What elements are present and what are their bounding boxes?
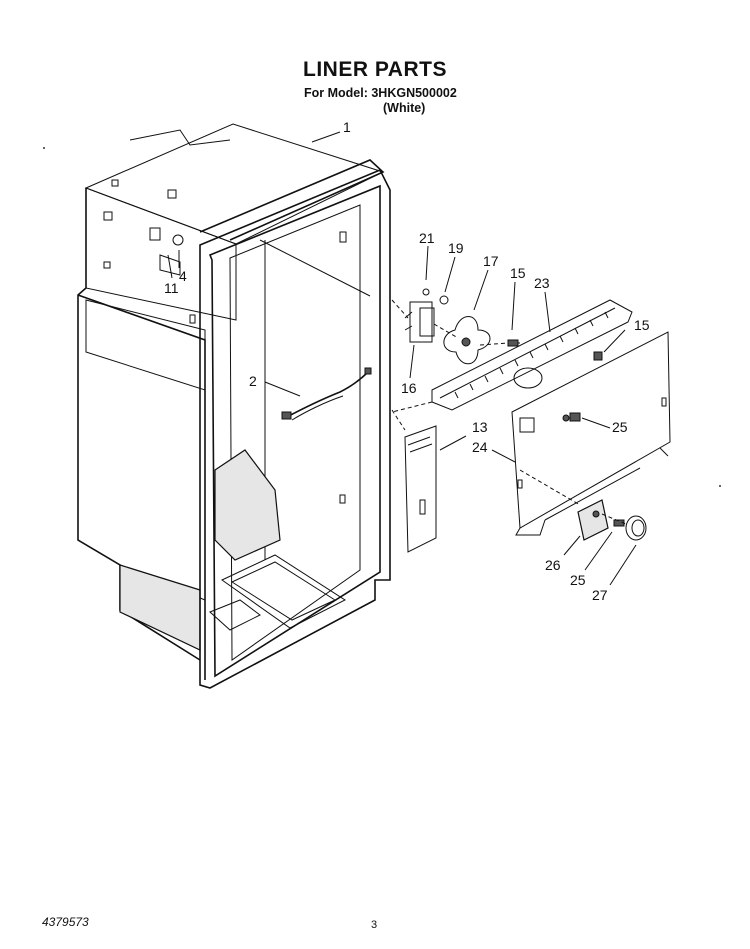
rear-cover-part (511, 331, 671, 536)
fan-motor-assembly (404, 288, 491, 365)
callout-26: 26 (545, 557, 561, 573)
callout-1: 1 (343, 119, 351, 135)
liner-cabinet (77, 123, 391, 689)
leader-lines (167, 131, 637, 586)
model-label: For Model: 3HKGN500002 (304, 86, 457, 100)
callout-16: 16 (401, 380, 417, 396)
assembly-lines (391, 299, 627, 525)
document-number: 4379573 (42, 915, 89, 929)
screw-15b (593, 351, 603, 361)
callout-11: 11 (164, 280, 179, 296)
wire-harness-part (281, 367, 372, 421)
page-title: LINER PARTS (303, 58, 447, 81)
callout-25b: 25 (570, 572, 586, 588)
callout-4: 4 (179, 268, 187, 284)
callout-27: 27 (592, 587, 608, 603)
switch-knob-assembly (577, 499, 647, 541)
callout-19: 19 (448, 240, 464, 256)
callout-17: 17 (483, 253, 499, 269)
callout-15b: 15 (634, 317, 650, 333)
callout-24: 24 (472, 439, 488, 455)
screw-15a (507, 339, 520, 347)
callout-2: 2 (249, 373, 257, 389)
page-number: 3 (371, 919, 378, 931)
color-label: (White) (383, 101, 426, 115)
callout-25a: 25 (612, 419, 628, 435)
callout-13: 13 (472, 419, 488, 435)
vent-cover-part (404, 425, 437, 553)
screw-25a (562, 412, 581, 422)
callout-15a: 15 (510, 265, 526, 281)
callout-21: 21 (419, 230, 435, 246)
callout-23: 23 (534, 275, 550, 291)
